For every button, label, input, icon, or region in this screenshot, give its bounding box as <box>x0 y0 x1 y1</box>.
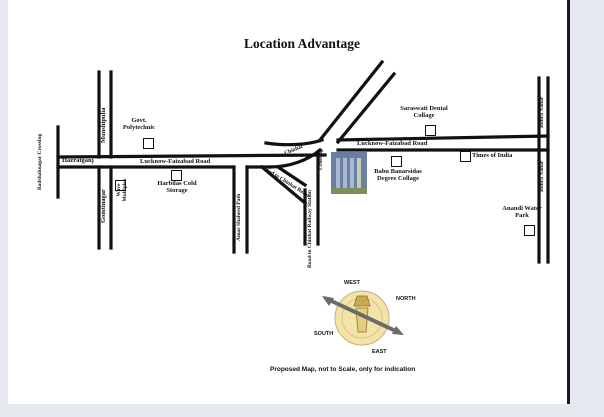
indira-nahar-bottom-label: Indira Nahar <box>539 160 545 192</box>
compass-west: WEST <box>344 280 360 286</box>
babu-banarsidas-marker <box>391 156 402 167</box>
harbilas-label: Harbilas Cold Storage <box>157 180 197 194</box>
anandi-water-park-marker <box>524 225 535 236</box>
compass <box>322 290 404 346</box>
lucknow-faizabad-right-label: Lucknow-Faizabad Road <box>357 140 428 147</box>
chinhat-crossing-label: Crossing <box>318 149 324 170</box>
harbilas-marker <box>171 170 182 181</box>
govt-polytechnic-label: Govt. Polytechnic <box>122 117 156 131</box>
anandi-water-park-label: Anandi Water Park <box>502 205 542 219</box>
babu-banarsidas-label: Babu Banarsidas Degree Collage <box>374 168 422 182</box>
compass-east: EAST <box>372 349 387 355</box>
badshahnagar-label: Badshahnagar Crossing <box>37 133 43 190</box>
map-title: Location Advantage <box>244 36 360 51</box>
saraswati-dental-label: Saraswati Dental Collage <box>400 105 448 119</box>
munshipulia-label: Munshipulia <box>100 107 107 143</box>
saraswati-dental-marker <box>425 125 436 136</box>
map-note: Proposed Map, not to Scale, only for ind… <box>270 366 416 373</box>
times-of-india-marker <box>460 151 471 162</box>
project-building-icon <box>331 152 367 194</box>
chinhat-station-label: Road to Chinhat Railway Station <box>307 190 313 268</box>
times-of-india-label: Times of India <box>472 152 513 159</box>
wave-multiplex-label: Wave Multiplex <box>116 178 128 202</box>
road-lucknow-faizabad-left <box>56 153 327 159</box>
govt-polytechnic-marker <box>143 138 154 149</box>
compass-north: NORTH <box>396 296 416 302</box>
amar-shaheed-label: Amar Shaheed Path <box>236 193 242 241</box>
map-page <box>8 0 570 404</box>
compass-south: SOUTH <box>314 331 334 337</box>
indira-nahar-top-label: Indira Nahar <box>539 96 545 128</box>
gomtinagar-label: Gomtinagar <box>100 189 107 223</box>
road-lucknow-faizabad-right <box>336 134 550 142</box>
wave-multiplex-marker <box>115 180 126 191</box>
hazratganj-label: Hazratganj <box>62 157 94 164</box>
lucknow-faizabad-left-label: Lucknow-Faizabad Road <box>140 158 211 165</box>
road-chinhat-bazar <box>259 164 308 206</box>
road-diagonal-north <box>317 59 385 143</box>
